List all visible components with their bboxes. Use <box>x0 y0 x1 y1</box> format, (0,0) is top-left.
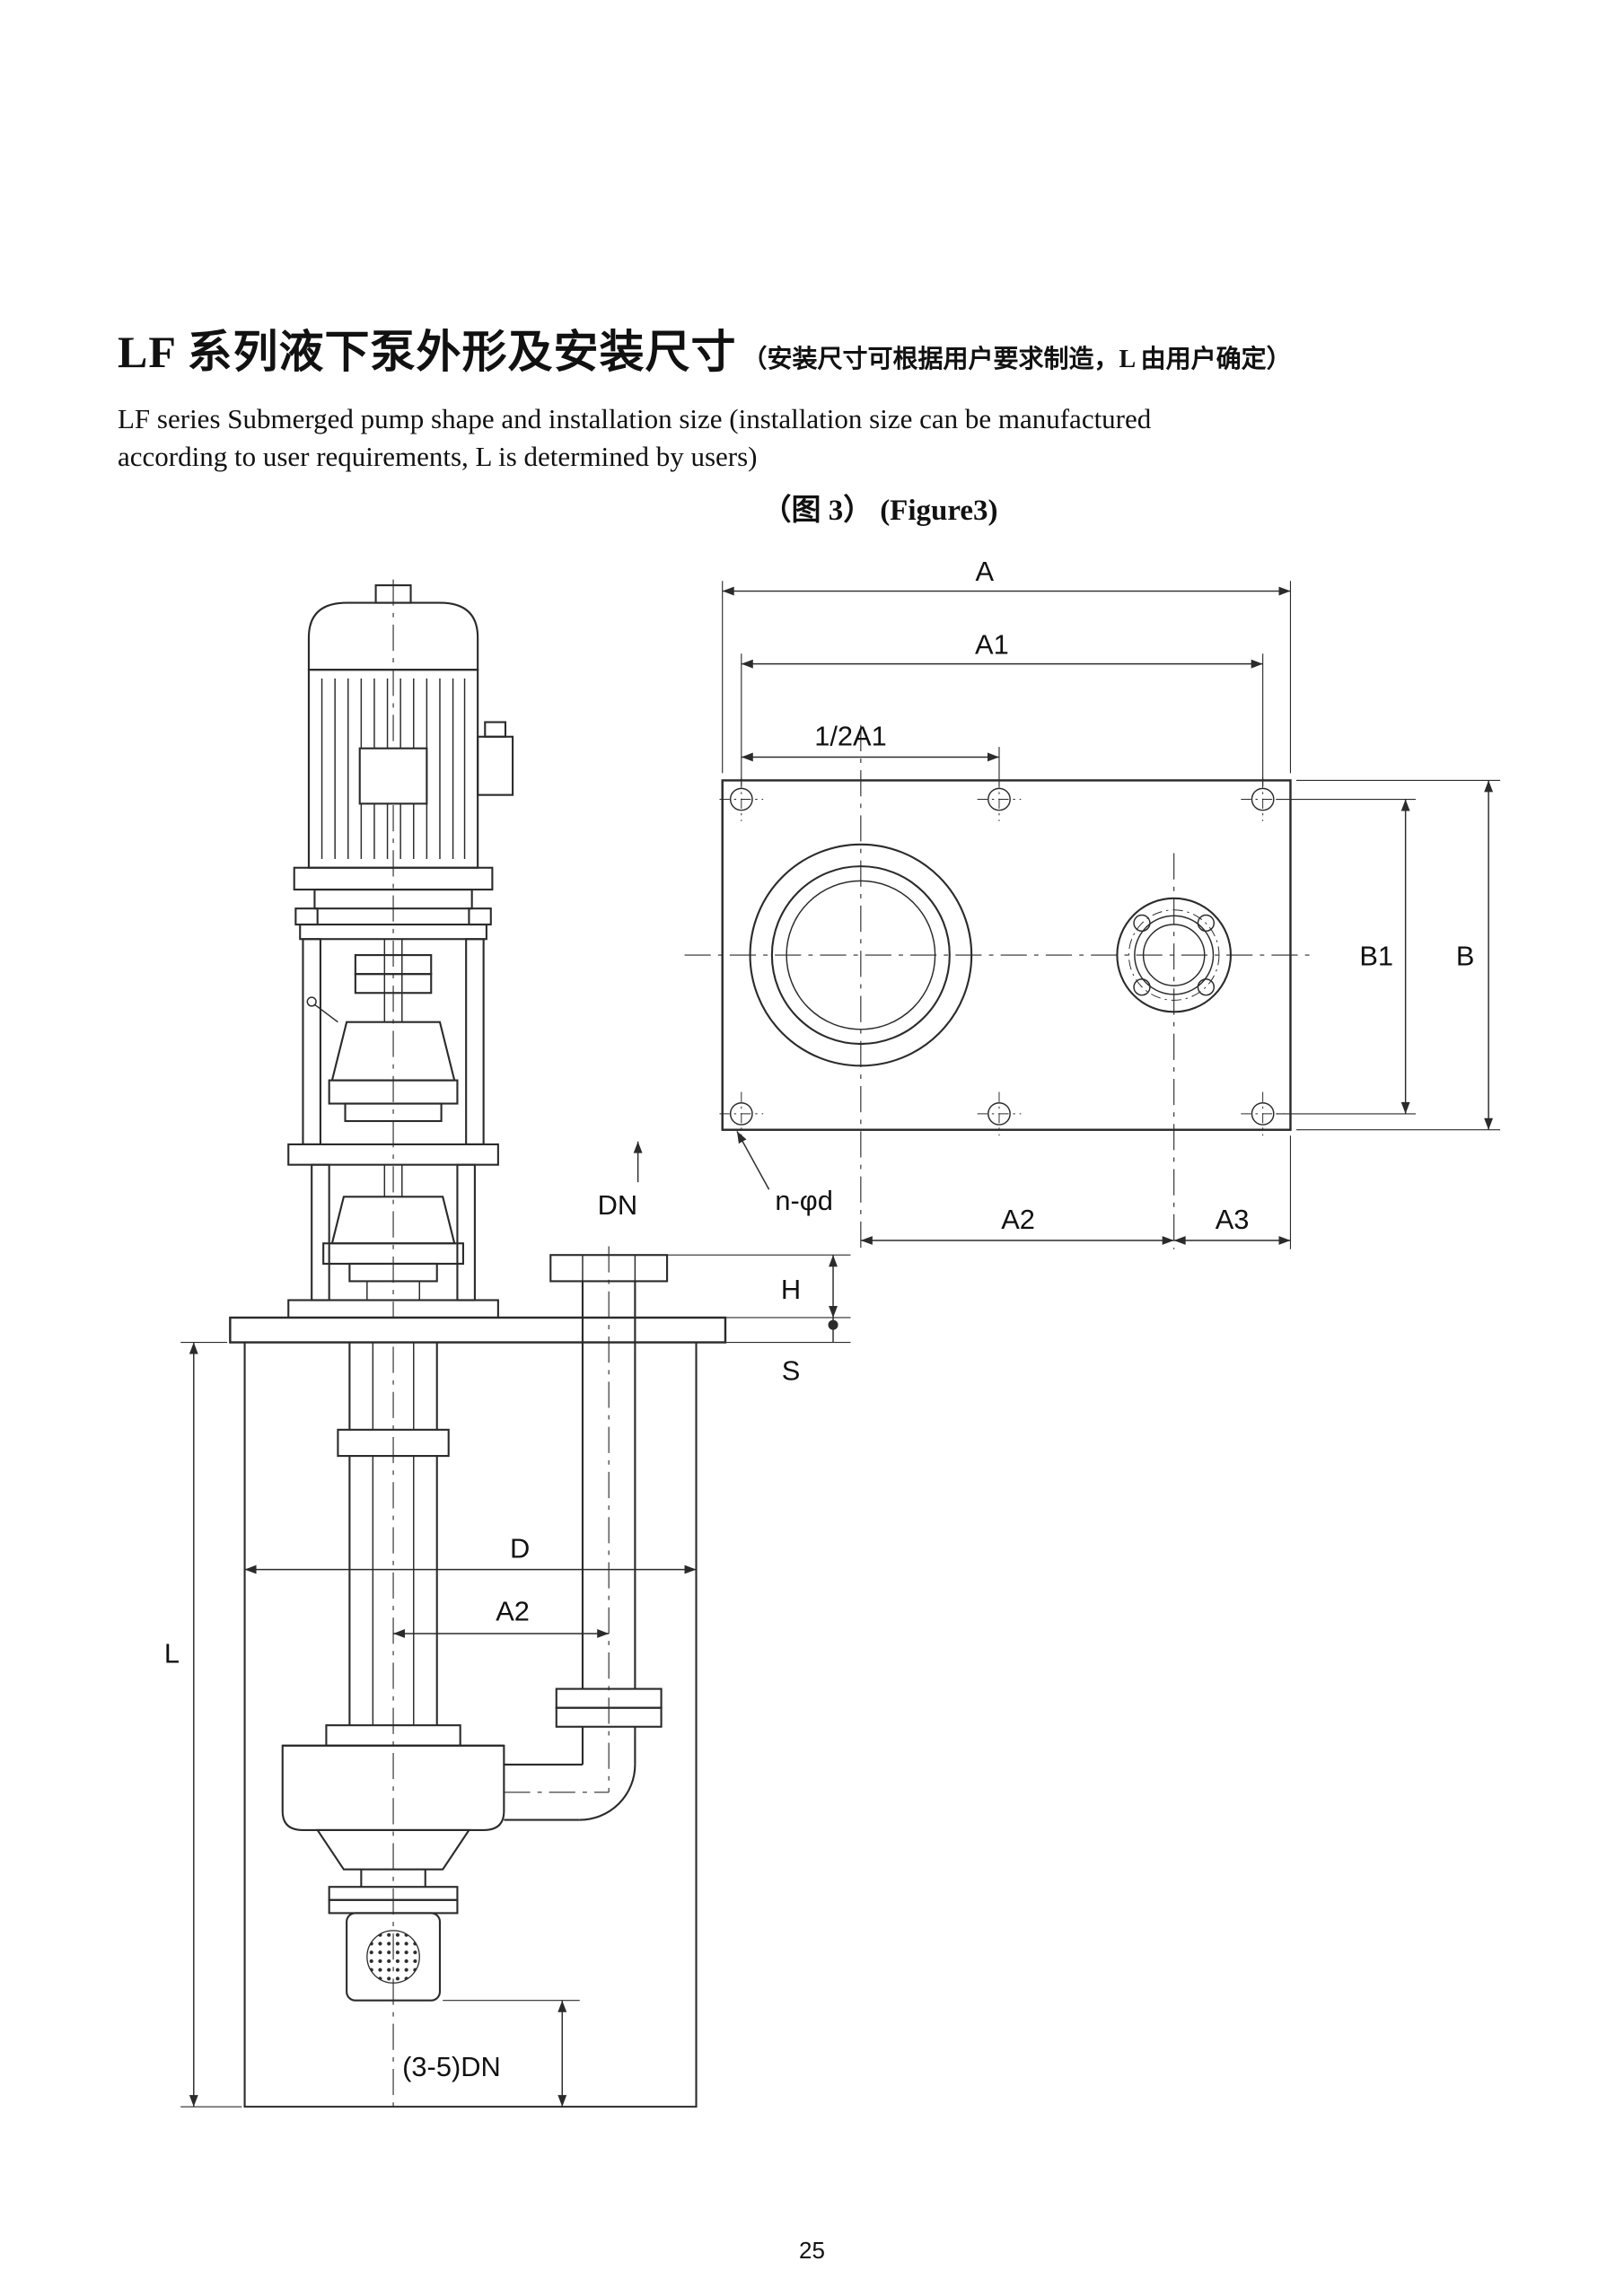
elevation-view: DN H S D A2 <box>164 579 851 2108</box>
plan-dimensions: A A1 1/2A1 B B1 <box>722 556 1501 1249</box>
discharge-flange-plan <box>1116 897 1233 1013</box>
dim-label-a2-elevation: A2 <box>496 1595 530 1626</box>
dim-label-b: B <box>1456 940 1475 971</box>
dim-label-a2-plan: A2 <box>1001 1204 1035 1235</box>
subtitle-english: LF series Submerged pump shape and insta… <box>118 400 1392 475</box>
dim-label-a1: A1 <box>975 628 1009 660</box>
figure-caption: （图 3）(Figure3) <box>117 486 1624 529</box>
suction-strainer <box>346 1912 442 2002</box>
dim-label-dn: DN <box>598 1189 638 1221</box>
page-title: LF 系列液下泵外形及安装尺寸（安装尺寸可根据用户要求制造，L 由用户确定） <box>118 316 1292 381</box>
dim-label-l: L <box>164 1637 180 1669</box>
title-note: （安装尺寸可根据用户要求制造，L 由用户确定） <box>742 346 1292 373</box>
dim-label-half-a1: 1/2A1 <box>814 721 887 752</box>
upper-support-stand <box>287 923 499 1166</box>
mounting-bolt-holes <box>719 777 1285 1136</box>
pump-opening <box>749 843 973 1067</box>
figure-caption-zh: （图 3） <box>761 495 873 527</box>
dim-label-a3: A3 <box>1216 1204 1250 1235</box>
sole-plate <box>229 1316 727 1344</box>
pump-casing <box>281 1724 505 1915</box>
bolt-hole-leader <box>736 1130 770 1190</box>
dim-label-a: A <box>975 556 994 587</box>
motor-junction-box <box>477 735 514 796</box>
subtitle-line1: LF series Submerged pump shape and insta… <box>118 403 1152 434</box>
figure-caption-en: (Figure3) <box>880 495 998 527</box>
dim-label-bolt-holes: n-φd <box>775 1185 833 1216</box>
subtitle-line2: according to user requirements, L is det… <box>118 440 758 472</box>
plan-view: A A1 1/2A1 B B1 <box>684 556 1501 1249</box>
motor <box>293 584 514 926</box>
dim-label-h: H <box>781 1274 801 1305</box>
column-pipe <box>337 1342 450 1726</box>
dim-label-b1: B1 <box>1359 940 1393 971</box>
page-number: 25 <box>799 2237 825 2264</box>
dim-label-d: D <box>510 1533 530 1564</box>
dim-label-s: S <box>782 1355 801 1387</box>
title-chinese: LF 系列液下泵外形及安装尺寸 <box>118 327 737 377</box>
pit-outline <box>243 1342 698 2108</box>
discharge-flange <box>549 1254 669 1283</box>
discharge-pipe <box>504 1246 669 1821</box>
dim-label-bottom-clearance: (3-5)DN <box>402 2051 501 2082</box>
elevation-dimensions: DN H S D A2 <box>164 1141 851 2108</box>
